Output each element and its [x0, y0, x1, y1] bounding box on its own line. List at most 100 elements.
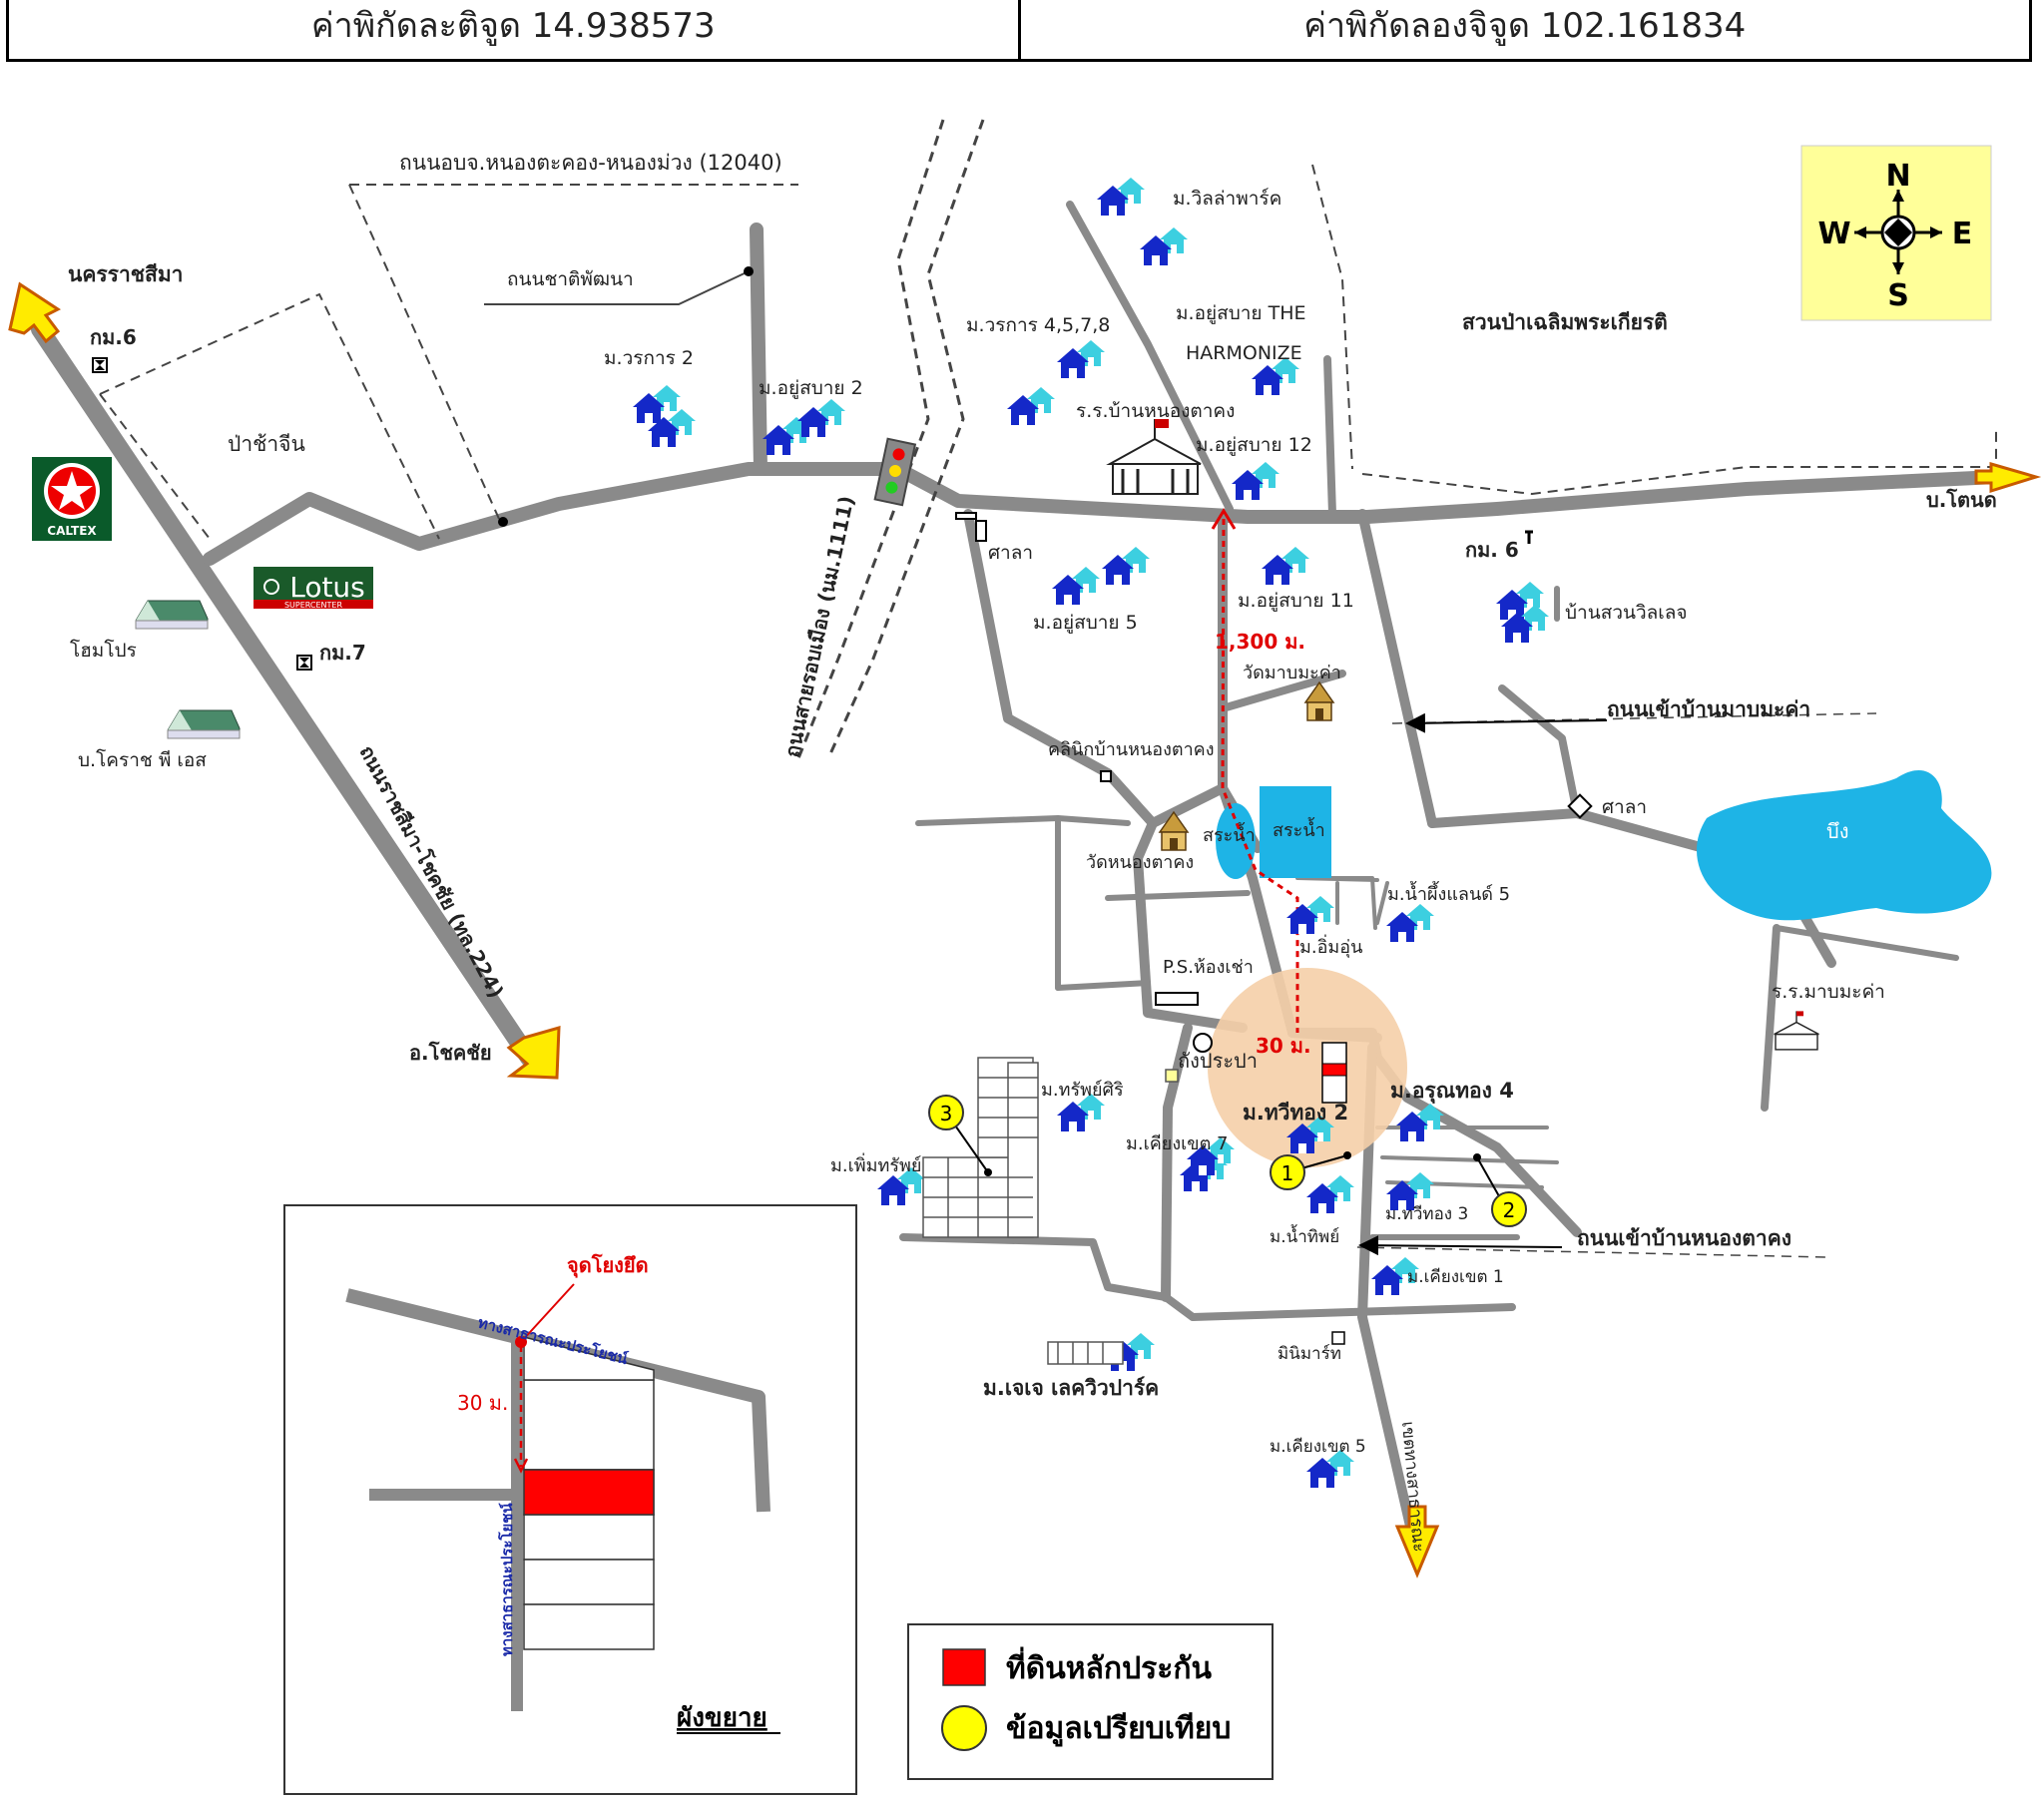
arrow-east — [1974, 462, 2042, 494]
lake — [1697, 769, 1992, 921]
label-ban-tanot: บ.โตนด — [1926, 488, 1997, 512]
inset-road-left: ทางสาธารณะประโยชน์ — [497, 1503, 516, 1656]
label-khiangkhet5: ม.เคียงเขต 5 — [1270, 1437, 1366, 1457]
label-road-12040: ถนนอบจ.หนองตะคอง-หนองม่วง (12040) — [399, 151, 782, 175]
label-permsap: ม.เพิ่มทรัพย์ — [830, 1152, 921, 1176]
lotus-sub-text: SUPERCENTER — [284, 601, 343, 610]
label-wat-nongtakhong: วัดหนองตาคง — [1086, 852, 1194, 873]
label-water-tank: ถังประปา — [1178, 1049, 1258, 1073]
compass-w: W — [1817, 217, 1850, 251]
house-icon — [1102, 547, 1150, 585]
svg-text:1: 1 — [1281, 1161, 1294, 1185]
label-yusabai2: ม.อยู่สบาย 2 — [759, 377, 863, 399]
label-chokchai: อ.โชคชัย — [409, 1041, 492, 1065]
label-ps-room: P.S.ห้องเช่า — [1163, 957, 1254, 978]
label-dist-1300: 1,300 ม. — [1215, 630, 1305, 654]
coordinate-header: ค่าพิกัดละติจูด 14.938573 ค่าพิกัดลองจิจ… — [6, 0, 2032, 62]
direction-arrows — [8, 281, 2042, 1578]
house-icon — [1262, 547, 1309, 585]
compass-n: N — [1885, 159, 1910, 194]
label-road-maprakham: ถนนเข้าบ้านมาบมะค่า — [1607, 697, 1810, 721]
label-school-maprakham: ร.ร.มาบมะค่า — [1772, 981, 1885, 1003]
label-namphueng5: ม.น้ำผึ้งแลนด์ 5 — [1387, 881, 1510, 905]
route-line — [1221, 518, 1299, 1033]
arrow-south — [1394, 1505, 1440, 1578]
label-yusabai5: ม.อยู่สบาย 5 — [1033, 612, 1138, 634]
label-harmonize-2: HARMONIZE — [1186, 342, 1302, 364]
house-icon — [1097, 178, 1145, 216]
label-suan-pa: สวนป่าเฉลิมพระเกียรติ — [1462, 310, 1668, 334]
house-icon — [1057, 340, 1105, 378]
inset-collateral-plot — [523, 1469, 655, 1516]
label-thaweethong3: ม.ทวีทอง 3 — [1385, 1204, 1468, 1224]
label-yusabai11: ม.อยู่สบาย 11 — [1238, 590, 1354, 612]
label-khiangkhet7: ม.เคียงเขต 7 — [1126, 1133, 1228, 1154]
label-worakan2: ม.วรการ 2 — [604, 347, 694, 369]
house-icon — [1007, 387, 1055, 425]
inset-dist-label: 30 ม. — [457, 1391, 508, 1415]
school-icon — [1106, 419, 1202, 495]
latitude-label: ค่าพิกัดละติจูด 14.938573 — [310, 6, 716, 46]
label-dist-30: 30 ม. — [1256, 1034, 1311, 1058]
lotus-text: Lotus — [289, 571, 365, 604]
house-icon — [1386, 904, 1434, 942]
label-road-chat: ถนนชาติพัฒนา — [507, 268, 634, 290]
label-namthip: ม.น้ำทิพย์ — [1270, 1224, 1339, 1247]
marker-1 — [1270, 1154, 1305, 1190]
label-nakhon: นครราชสีมา — [68, 262, 183, 286]
arrow-nakhon — [8, 281, 61, 344]
legend-collateral-label: ที่ดินหลักประกัน — [1006, 1646, 1213, 1686]
label-km6-left: กม.6 — [90, 325, 137, 349]
label-school: ร.ร.บ้านหนองตาคง — [1076, 400, 1235, 422]
label-homepro: โฮมโปร — [70, 639, 137, 662]
compass-s: S — [1887, 278, 1909, 313]
arrow-chokchai — [506, 1025, 561, 1080]
label-villa-park: ม.วิลล่าพาร์ค — [1173, 188, 1281, 210]
label-yusabai12: ม.อยู่สบาย 12 — [1196, 434, 1312, 456]
label-khiangkhet1: ม.เคียงเขต 1 — [1407, 1267, 1504, 1287]
house-icon — [1232, 462, 1279, 500]
legend: ที่ดินหลักประกัน ข้อมูลเปรียบเทียบ — [907, 1623, 1274, 1780]
label-bueng: บึง — [1826, 819, 1848, 843]
marker-3 — [928, 1095, 964, 1130]
label-thaweethong2: ม.ทวีทอง 2 — [1243, 1101, 1348, 1125]
house-icon — [1052, 567, 1100, 605]
label-km6-right: กม. 6 — [1465, 538, 1519, 562]
svg-text:2: 2 — [1503, 1198, 1516, 1222]
label-minimart: มินิมาร์ท — [1278, 1344, 1341, 1364]
homepro-building-icon — [135, 600, 209, 630]
longitude-label: ค่าพิกัดลองจิจูด 102.161834 — [1017, 0, 2030, 59]
temple-icon — [1304, 681, 1334, 721]
lotus-logo: Lotus SUPERCENTER — [254, 567, 373, 610]
house-icon — [1306, 1175, 1354, 1213]
school-small-icon — [1774, 1011, 1819, 1051]
collateral-plot — [1321, 1042, 1347, 1104]
inset-map: จุดโยงยึด 30 ม. ทางสาธารณะประโยชน์ ทางสา… — [283, 1204, 857, 1795]
label-jj-lake: ม.เจเจ เลควิวปาร์ค — [983, 1376, 1159, 1400]
pond-oval — [1216, 803, 1256, 879]
comparison-markers: 1 2 3 — [928, 1095, 1527, 1227]
label-korat-pees: บ.โคราช พี เอส — [78, 748, 207, 771]
highway-224 — [31, 320, 538, 1067]
korat-building-icon — [167, 709, 241, 739]
km-post-icon — [296, 655, 312, 671]
label-road-224: ถนนราชสีมา-โชคชัย (ทล.224) — [355, 741, 509, 1002]
inset-title: ผังขยาย — [677, 1703, 767, 1733]
svg-text:3: 3 — [940, 1102, 953, 1126]
compass-e: E — [1952, 217, 1973, 251]
label-worakan4578: ม.วรการ 4,5,7,8 — [966, 314, 1110, 336]
label-pond-1: สระน้ำ — [1203, 822, 1256, 846]
caltex-logo: CALTEX — [32, 457, 112, 541]
legend-comparison-swatch — [941, 1705, 987, 1751]
label-suan-wilet: บ้านสวนวิลเลจ — [1565, 602, 1688, 624]
compass-rose: N S E W — [1800, 145, 1992, 321]
inset-anchor-label: จุดโยงยึด — [567, 1253, 649, 1278]
property-highlight — [1208, 968, 1407, 1167]
label-road-nongtakhong: ถนนเข้าบ้านหนองตาคง — [1577, 1226, 1791, 1250]
label-pond-2: สระน้ำ — [1273, 817, 1325, 841]
water-tank-icon — [1193, 1033, 1213, 1053]
house-icon — [1140, 227, 1188, 265]
label-aranthong4: ม.อรุณทอง 4 — [1390, 1079, 1514, 1105]
pond-square — [1260, 786, 1331, 878]
apartment-grid — [922, 1057, 1039, 1238]
